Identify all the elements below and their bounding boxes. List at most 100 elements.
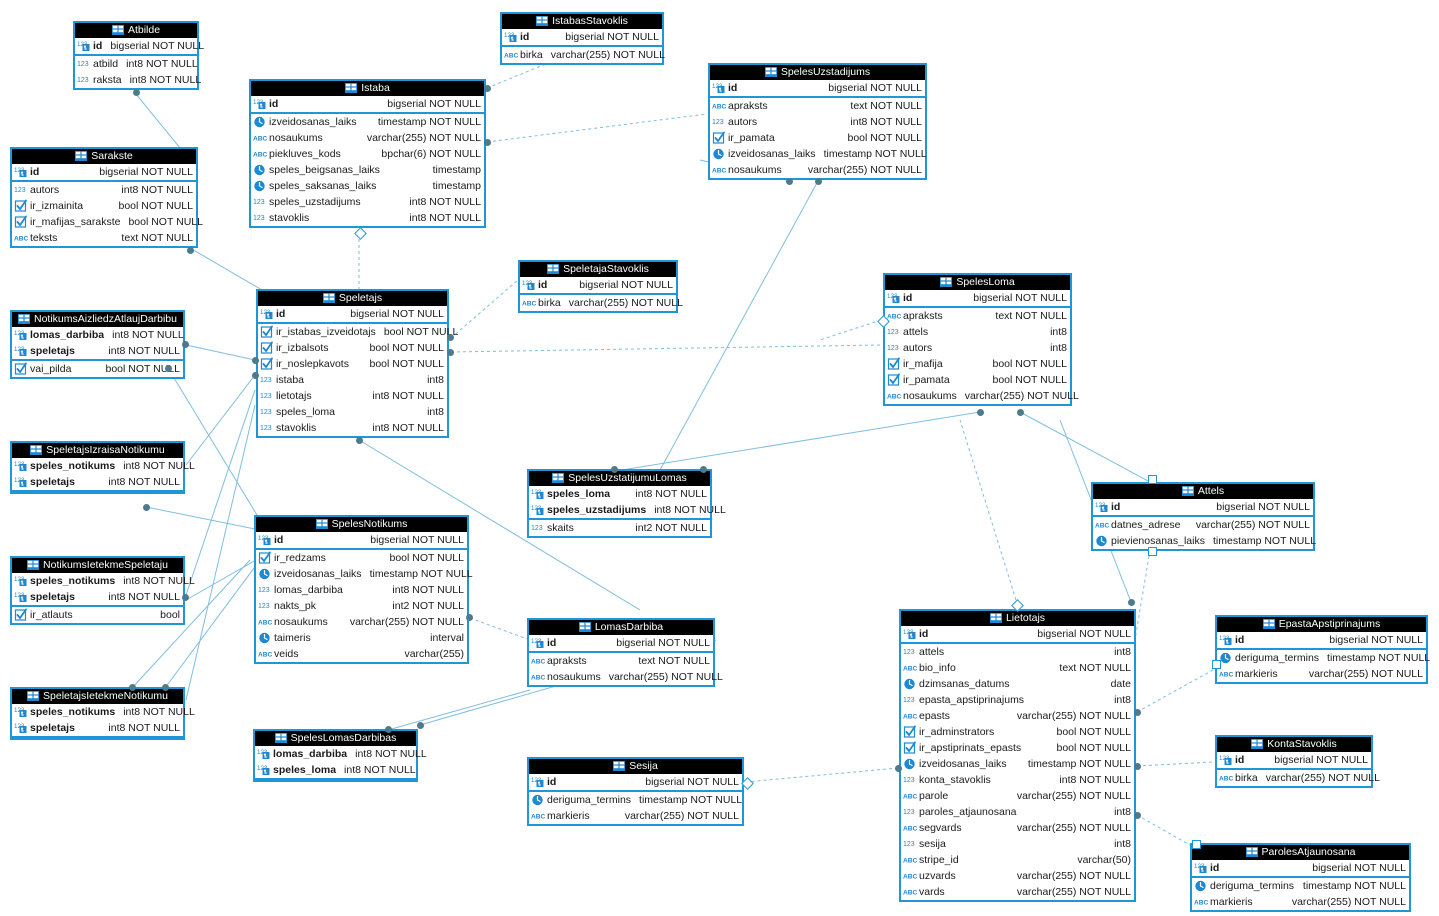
- entity-header[interactable]: EpastaApstiprinajums: [1217, 617, 1426, 632]
- entity-header[interactable]: SpelesLomasDarbibas: [255, 731, 416, 746]
- entity-header[interactable]: SpelesLoma: [885, 275, 1070, 290]
- entity-header[interactable]: Sesija: [529, 759, 742, 774]
- entity-header[interactable]: KontaStavoklis: [1217, 737, 1371, 752]
- entity-header[interactable]: IstabasStavoklis: [502, 14, 662, 29]
- entity-header[interactable]: Speletajs: [258, 291, 447, 306]
- entity-header[interactable]: LomasDarbiba: [529, 620, 713, 635]
- entity-header[interactable]: Attels: [1093, 484, 1313, 499]
- entity-header[interactable]: SpeletajsIzraisaNotikumu: [12, 443, 183, 458]
- entity-header[interactable]: Atbilde: [75, 23, 197, 38]
- entity-header[interactable]: NotikumsAizliedzAtlaujDarbibu: [12, 312, 183, 327]
- entity-header[interactable]: SpeletajaStavoklis: [520, 262, 676, 277]
- entity-header[interactable]: Istaba: [251, 81, 484, 96]
- entity-header[interactable]: Lietotajs: [901, 611, 1134, 626]
- entity-header[interactable]: ParolesAtjaunosana: [1192, 845, 1409, 860]
- entity-header[interactable]: SpelesNotikums: [256, 517, 467, 532]
